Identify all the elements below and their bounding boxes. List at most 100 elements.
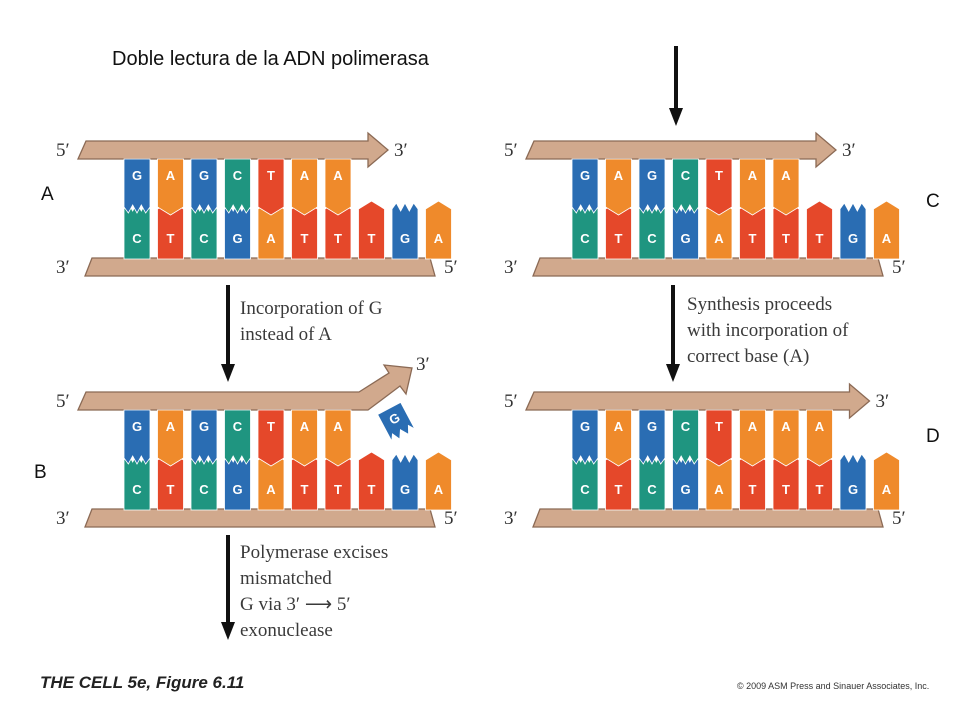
template-base-T <box>358 200 385 260</box>
template-base-G <box>391 202 419 260</box>
new-strand-backbone <box>76 364 413 411</box>
new-base-A <box>324 409 352 467</box>
top-5-prime-label: 5′ <box>56 391 70 412</box>
new-base-G <box>190 409 218 465</box>
new-base-T <box>257 158 285 216</box>
bottom-5-prime-label: 5′ <box>444 257 458 278</box>
new-base-letter: G <box>132 168 142 183</box>
template-base-letter: C <box>199 231 209 246</box>
template-base-letter: T <box>334 482 342 497</box>
top-5-prime-label: 5′ <box>504 391 518 412</box>
new-base-letter: A <box>333 168 343 183</box>
template-base-letter: T <box>816 482 824 497</box>
new-base-G <box>571 158 599 214</box>
new-base-G <box>638 158 666 214</box>
template-base-letter: T <box>368 231 376 246</box>
new-base-A <box>291 409 318 467</box>
new-base-A <box>605 409 632 467</box>
top-3-prime-label: 3′ <box>842 140 856 161</box>
template-base-letter: A <box>714 482 724 497</box>
template-base-letter: G <box>848 231 858 246</box>
template-base-letter: G <box>232 231 242 246</box>
template-base-letter: C <box>647 482 657 497</box>
top-5-prime-label: 5′ <box>504 140 518 161</box>
new-base-letter: T <box>267 168 275 183</box>
page-title: Doble lectura de la ADN polimerasa <box>112 48 429 70</box>
template-base-letter: G <box>400 482 410 497</box>
template-base-letter: G <box>680 482 690 497</box>
new-base-letter: C <box>233 419 243 434</box>
panel-label-a: A <box>41 184 54 205</box>
new-base-letter: G <box>647 168 657 183</box>
new-base-letter: A <box>333 419 343 434</box>
arrow-into-c <box>669 46 683 126</box>
template-base-letter: A <box>882 231 892 246</box>
template-base-T <box>358 451 385 511</box>
template-base-letter: T <box>301 482 309 497</box>
new-base-letter: A <box>781 168 791 183</box>
bottom-5-prime-label: 5′ <box>444 508 458 529</box>
top-5-prime-label: 5′ <box>56 140 70 161</box>
new-base-letter: A <box>614 419 624 434</box>
template-strand-backbone <box>84 257 436 277</box>
top-3-prime-label: 3′ <box>416 354 430 375</box>
template-base-letter: A <box>434 482 444 497</box>
bottom-3-prime-label: 3′ <box>56 508 70 529</box>
new-base-letter: A <box>166 168 176 183</box>
bottom-5-prime-label: 5′ <box>892 257 906 278</box>
new-base-letter: A <box>166 419 176 434</box>
bottom-3-prime-label: 3′ <box>504 508 518 529</box>
template-base-letter: A <box>434 231 444 246</box>
template-base-T <box>806 200 833 260</box>
template-base-A <box>425 200 452 260</box>
new-base-letter: T <box>267 419 275 434</box>
new-base-T <box>257 409 285 467</box>
panel-label-c: C <box>926 191 940 212</box>
new-base-A <box>324 158 352 216</box>
template-base-letter: C <box>132 482 142 497</box>
template-base-letter: G <box>400 231 410 246</box>
bottom-3-prime-label: 3′ <box>56 257 70 278</box>
template-base-letter: T <box>301 231 309 246</box>
template-base-letter: A <box>882 482 892 497</box>
template-base-A <box>873 451 900 511</box>
top-3-prime-label: 3′ <box>394 140 408 161</box>
template-base-G <box>839 202 867 260</box>
new-base-C <box>672 409 699 465</box>
new-base-letter: A <box>300 168 310 183</box>
new-base-letter: A <box>614 168 624 183</box>
template-base-letter: T <box>782 482 790 497</box>
new-base-letter: C <box>681 419 691 434</box>
new-base-A <box>739 409 766 467</box>
template-base-letter: T <box>816 231 824 246</box>
new-base-letter: G <box>580 168 590 183</box>
template-base-G <box>839 453 867 511</box>
template-base-letter: T <box>334 231 342 246</box>
mismatched-base-g: G <box>377 401 416 443</box>
template-base-letter: C <box>580 482 590 497</box>
template-strand-backbone <box>532 508 884 528</box>
new-base-T <box>705 158 733 216</box>
panel-label-b: B <box>34 462 47 483</box>
new-base-letter: T <box>715 168 723 183</box>
new-base-letter: G <box>647 419 657 434</box>
bottom-3-prime-label: 3′ <box>504 257 518 278</box>
new-base-A <box>157 409 184 467</box>
caption-incorporation: Incorporation of G instead of A <box>240 298 383 345</box>
template-base-letter: C <box>580 231 590 246</box>
figure-citation: THE CELL 5e, Figure 6.11 <box>40 673 245 692</box>
template-strand-backbone <box>84 508 436 528</box>
template-base-letter: A <box>266 482 276 497</box>
new-base-A <box>772 409 800 467</box>
new-base-G <box>123 158 151 214</box>
new-base-letter: C <box>233 168 243 183</box>
new-base-G <box>190 158 218 214</box>
template-strand-backbone <box>532 257 884 277</box>
arrow-c-to-d <box>666 285 680 382</box>
new-base-A <box>605 158 632 216</box>
